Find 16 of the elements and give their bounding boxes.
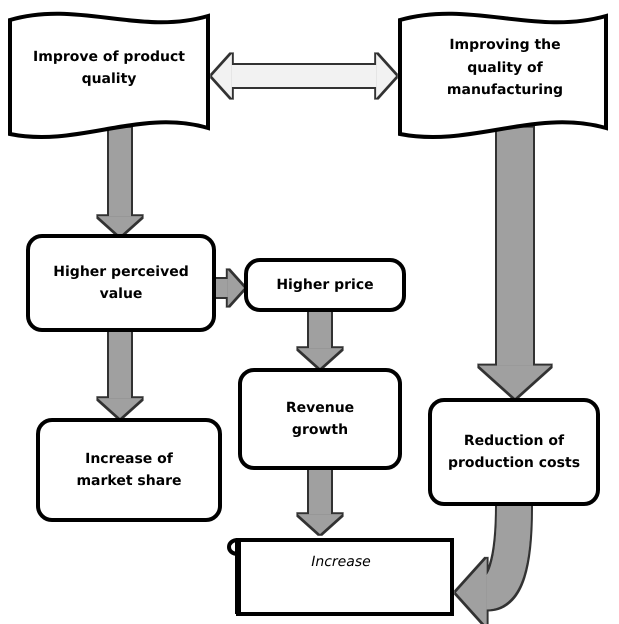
process-box bbox=[238, 368, 402, 470]
block-arrow bbox=[216, 270, 244, 306]
process-box bbox=[428, 398, 600, 506]
process-box bbox=[244, 258, 406, 312]
node-label: Higher perceived value bbox=[52, 262, 190, 304]
block-arrow bbox=[212, 54, 396, 98]
node-label: Improve of product quality bbox=[32, 48, 186, 89]
block-arrow bbox=[98, 128, 142, 236]
node-label: Higher price bbox=[276, 276, 374, 295]
node-label: Improving the quality of manufacturing bbox=[446, 36, 564, 100]
node-label: Revenue growth bbox=[284, 398, 356, 440]
node-label: Reduction of production costs bbox=[446, 432, 582, 473]
process-box bbox=[26, 234, 216, 332]
process-box bbox=[36, 418, 222, 522]
block-arrow bbox=[479, 128, 551, 398]
node-label: Increase of market share bbox=[75, 450, 183, 491]
